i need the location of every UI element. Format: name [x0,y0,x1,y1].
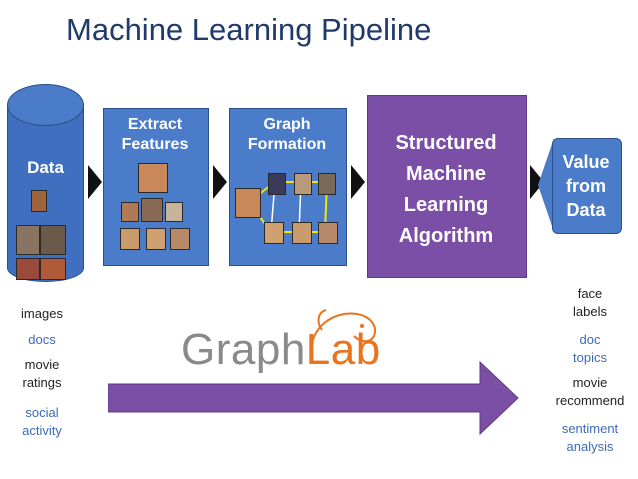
face-thumbnail [264,222,284,244]
photo-thumbnail [16,258,40,280]
output-label-face-labels: face labels [573,286,607,319]
output-label-sentiment-analysis: sentiment analysis [561,421,619,454]
face-thumbnail [268,173,286,195]
graphlab-logo: GraphLab [181,325,381,374]
flow-arrow-icon [213,165,227,199]
algorithm-box [367,95,527,278]
face-thumbnail [318,222,338,244]
face-thumbnail [165,202,183,222]
face-thumbnail [120,228,140,250]
graph-formation-label: Graph Formation [247,116,327,153]
flow-arrow-icon [88,165,102,199]
page-title: Machine Learning Pipeline [66,12,432,47]
input-label-images: images [21,306,63,321]
face-thumbnail [141,198,163,222]
algorithm-label: Structured Machine Learning Algorithm [395,132,497,247]
data-label: Data [27,158,64,177]
face-thumbnail [235,188,261,218]
value-label: Value from Data [562,152,610,220]
face-thumbnail [318,173,336,195]
flow-arrow-icon [351,165,365,199]
face-thumbnail [121,202,139,222]
value-badge [552,138,622,234]
data-cylinder-top [7,84,84,126]
face-thumbnail [292,222,312,244]
output-label-doc-topics: doc topics [573,332,607,365]
graphlab-flow-arrow [108,360,519,436]
face-thumbnail [294,173,312,195]
photo-thumbnail [40,225,66,255]
value-badge-tip [538,138,554,232]
face-thumbnail [146,228,166,250]
output-label-movie-recommend: movie recommend [555,375,625,408]
input-label-movie-ratings: movie ratings [22,357,62,390]
extract-features-label: Extract Features [121,116,189,153]
input-label-social-activity: social activity [22,405,62,438]
photo-thumbnail [16,225,40,255]
dog-logo-icon [310,309,376,351]
face-thumbnail [138,163,168,193]
photo-thumbnail [40,258,66,280]
input-label-docs: docs [28,332,56,347]
photo-thumbnail [31,190,47,212]
face-thumbnail [170,228,190,250]
